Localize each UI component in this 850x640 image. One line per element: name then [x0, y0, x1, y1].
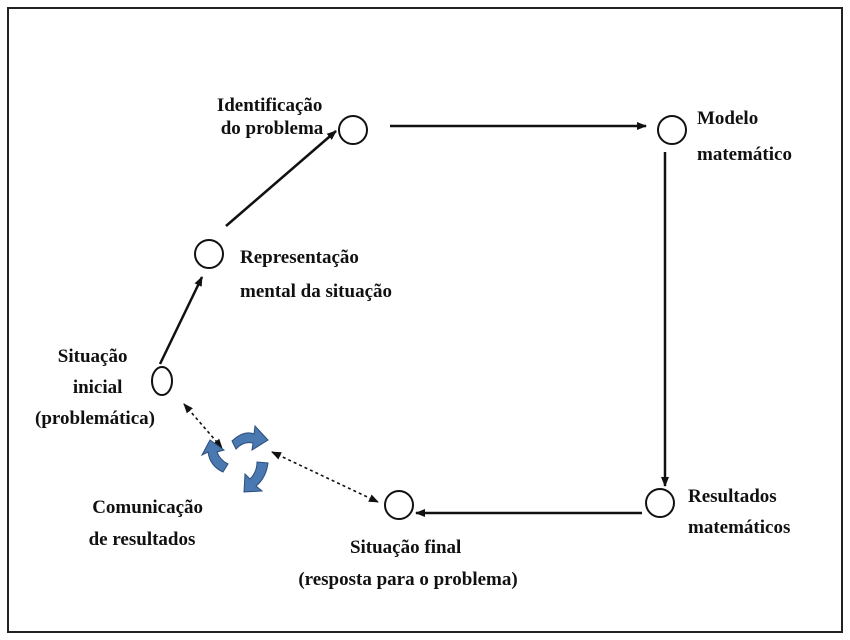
- label-modelo: Modelo matemático: [697, 108, 792, 165]
- dotted-arrow-inicial-comunicacao: [183, 403, 223, 449]
- node-situacao-inicial: [151, 366, 173, 396]
- node-modelo: [657, 115, 687, 145]
- node-resultados: [645, 488, 675, 518]
- arrow-representacao-identificacao: [225, 130, 337, 227]
- label-resultados: Resultados matemáticos: [688, 486, 790, 538]
- label-situacao-inicial: Situação inicial (problemática): [35, 346, 155, 429]
- arrow-inicial-representacao: [158, 276, 204, 365]
- node-representacao: [194, 239, 224, 269]
- node-situacao-final: [384, 490, 414, 520]
- cycle-arrows-icon: [200, 424, 269, 493]
- label-identificacao: Identificação do problema: [217, 95, 327, 139]
- label-situacao-final: Situação final (resposta para o problema…: [298, 537, 517, 590]
- label-comunicacao: Comunicação de resultados: [89, 497, 208, 550]
- dotted-arrow-comunicacao-final: [271, 451, 379, 503]
- node-identificacao: [338, 115, 368, 145]
- frame: [7, 7, 843, 633]
- label-representacao: Representação mental da situação: [240, 247, 392, 302]
